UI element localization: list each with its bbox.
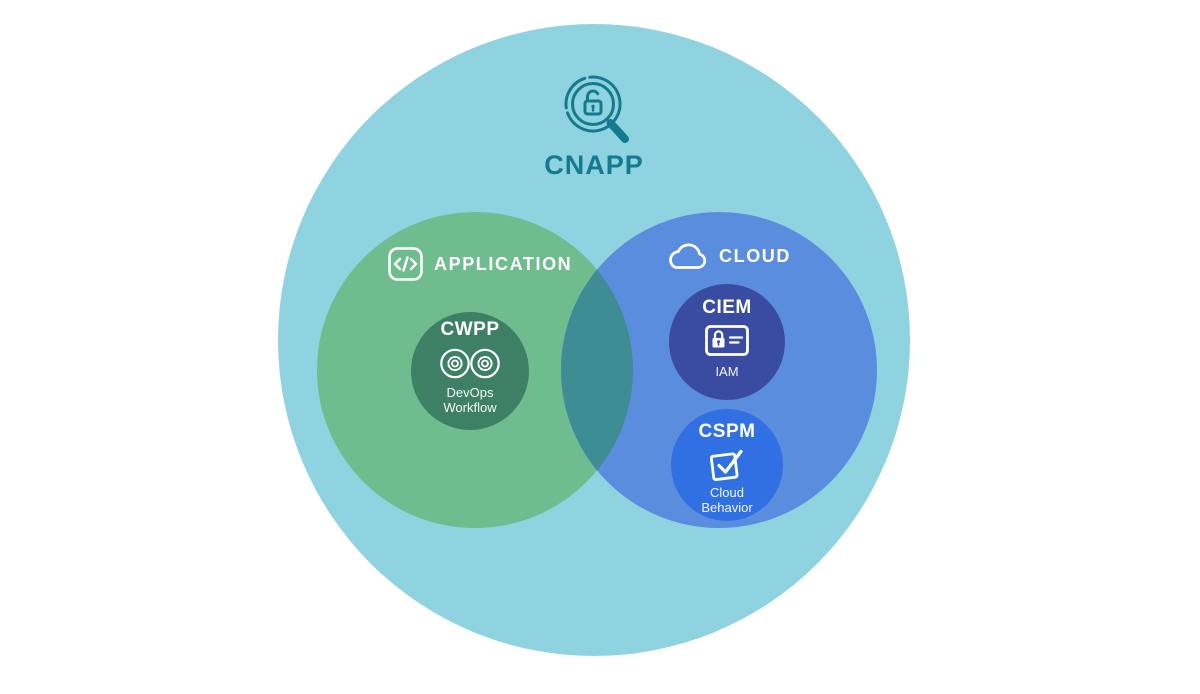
cspm-label: CSPM xyxy=(698,421,756,442)
cspm-circle xyxy=(671,409,783,521)
ciem-sublabel: IAM xyxy=(715,364,739,379)
cnapp-title: CNAPP xyxy=(544,150,644,180)
cwpp-sublabel-line2: Workflow xyxy=(443,400,497,415)
cspm-sublabel-line2: Behavior xyxy=(701,500,753,515)
magnifier-lock-icon xyxy=(564,75,629,143)
id-card-lock-icon xyxy=(705,325,749,356)
cwpp-node: CWPP DevOps Workflow xyxy=(410,319,530,415)
application-set-label: APPLICATION xyxy=(388,247,572,281)
cspm-sublabel-line1: Cloud xyxy=(710,485,744,500)
ciem-label: CIEM xyxy=(702,297,752,318)
cspm-node: CSPM Cloud Behavior xyxy=(672,421,782,515)
cwpp-sublabel-line1: DevOps xyxy=(446,385,494,400)
check-square-icon xyxy=(709,449,743,481)
code-icon xyxy=(388,247,423,281)
cloud-label-text: CLOUD xyxy=(719,245,791,266)
cloud-icon xyxy=(669,243,707,269)
ciem-circle xyxy=(669,284,785,400)
cwpp-label: CWPP xyxy=(440,319,500,340)
application-label-text: APPLICATION xyxy=(434,253,573,274)
ciem-node: CIEM IAM xyxy=(672,297,782,379)
cloud-set-label: CLOUD xyxy=(665,242,791,270)
cwpp-circle xyxy=(411,312,529,430)
devops-infinity-icon xyxy=(440,348,500,379)
